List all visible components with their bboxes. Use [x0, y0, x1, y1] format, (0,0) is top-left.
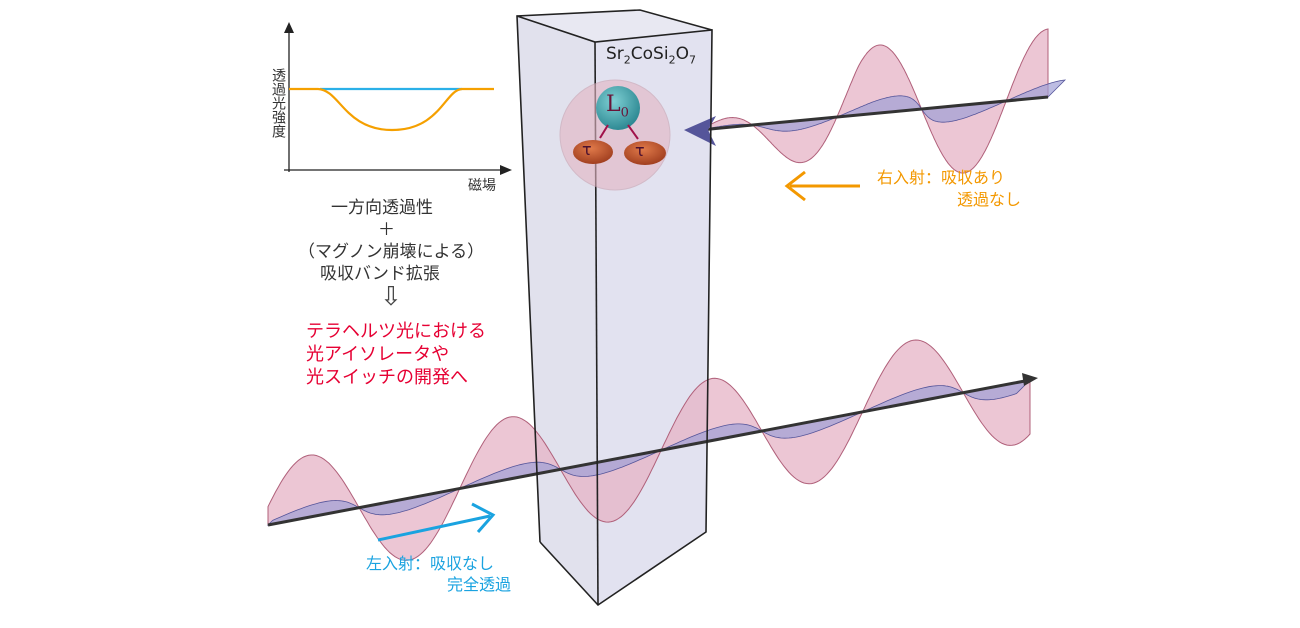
transmission-graph — [284, 22, 512, 175]
y-axis-arrow-icon — [284, 22, 294, 33]
left-incident-wave — [266, 339, 1032, 561]
result-line2: 光アイソレータや — [306, 344, 450, 365]
right-incidence-arrow-icon — [784, 170, 860, 202]
graph-y-label: 透過光強度 — [270, 68, 286, 138]
down-arrow-icon: ⇩ — [380, 282, 402, 312]
left-incidence-line2: 完全透過 — [447, 575, 512, 594]
result-line1: テラヘルツ光における — [306, 321, 486, 342]
explanation-line3: 吸収バンド拡張 — [320, 264, 440, 284]
magnon-decay-illustration — [559, 79, 671, 191]
magnon-ball — [596, 86, 640, 130]
wave-arrowhead-icon — [684, 116, 716, 146]
explanation-plus: ＋ — [378, 220, 395, 240]
left-incidence-arrow-icon — [377, 502, 496, 542]
decay-particle-right — [624, 141, 666, 165]
left-incidence-line1: 左入射：吸収なし — [366, 554, 495, 573]
right-incidence-line2: 透過なし — [957, 190, 1022, 209]
explanation-line1: 一方向透過性 — [331, 198, 433, 218]
axis-arrowhead-icon — [1022, 373, 1038, 386]
graph-x-label: 磁場 — [468, 178, 496, 194]
explanation-line2: （マグノン崩壊による） — [298, 242, 485, 262]
decay-label-right: τ — [635, 141, 645, 160]
decay-particle-left — [573, 140, 613, 164]
crystal-formula: Sr2CoSi2O7 — [606, 44, 696, 67]
right-incidence-line1: 右入射：吸収あり — [877, 168, 1006, 187]
result-line3: 光スイッチの開発へ — [306, 367, 468, 388]
right-incidence-curve — [289, 87, 494, 132]
right-incident-wave — [699, 28, 1067, 174]
magnon-label: L0 — [606, 92, 629, 121]
x-axis-arrow-icon — [500, 165, 512, 175]
decay-label-left: τ — [582, 140, 592, 159]
